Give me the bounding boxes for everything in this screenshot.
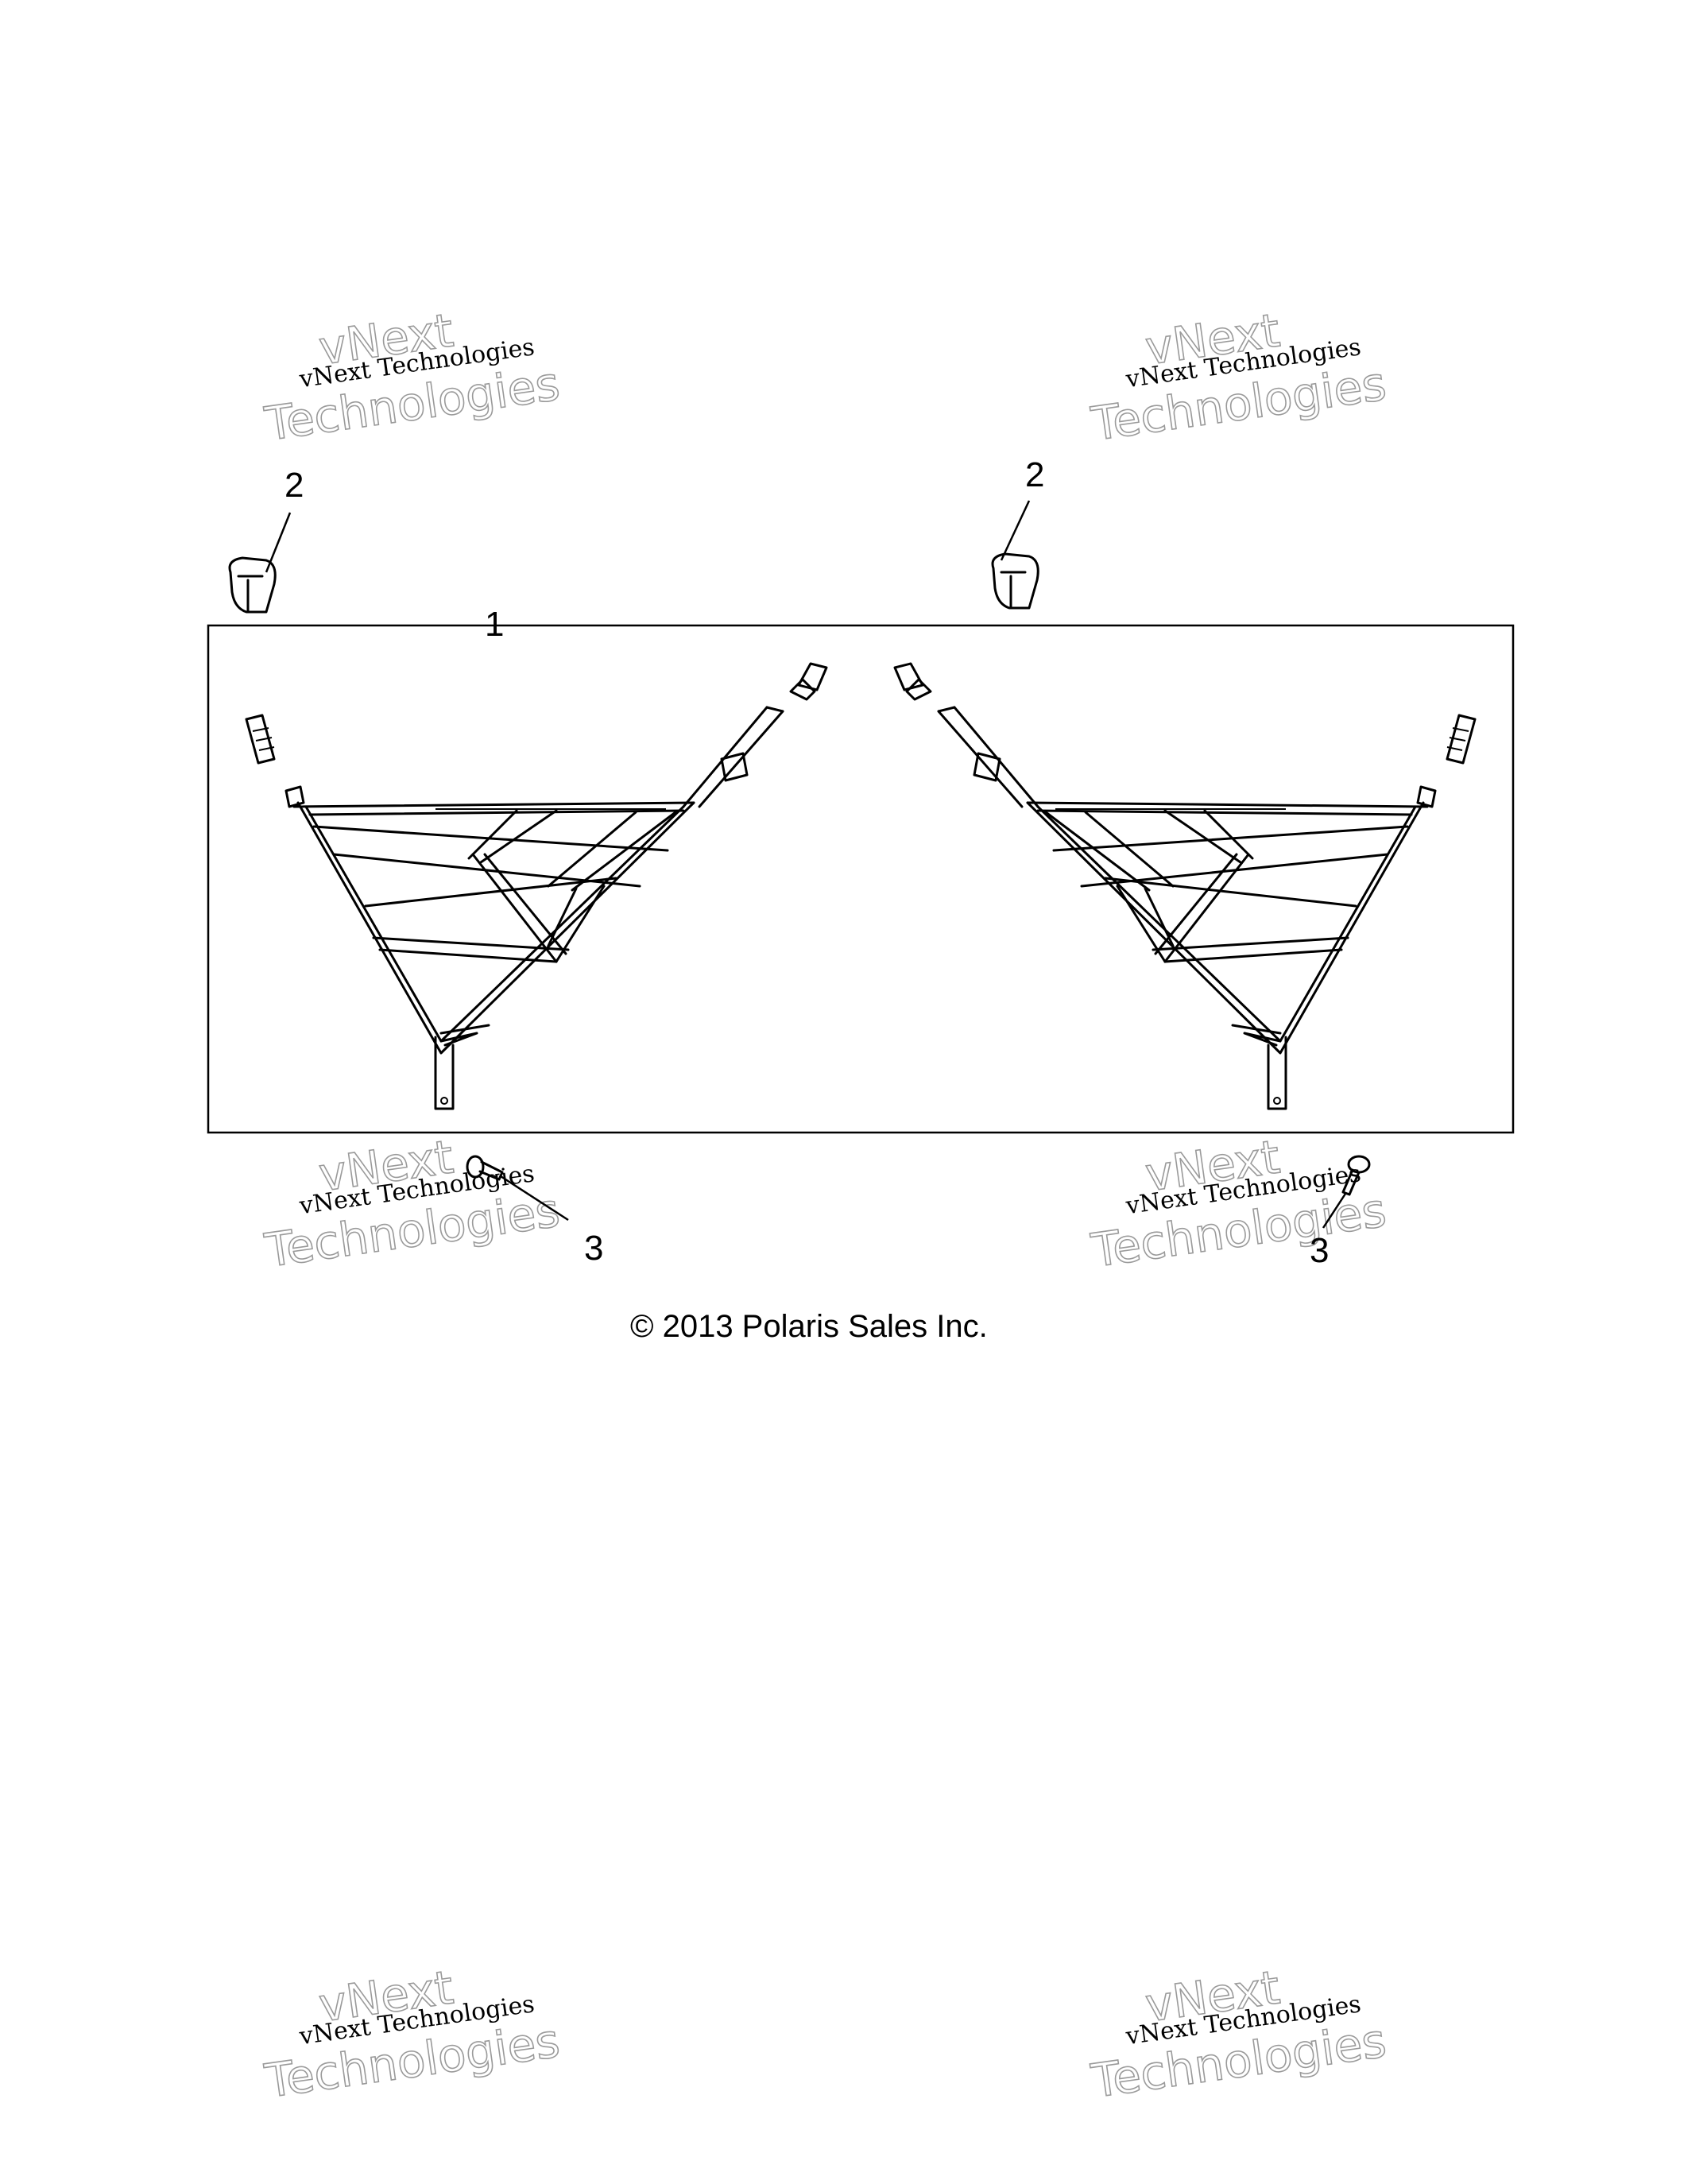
left-net <box>245 662 828 1110</box>
watermark-top-left: vNext vNext Technologies Technologies <box>261 303 563 452</box>
leader-clip-right <box>1000 500 1031 561</box>
watermark-bottom-right: vNext vNext Technologies Technologies <box>1087 1960 1390 2109</box>
assembly-box <box>207 624 1515 1134</box>
right-net <box>893 662 1477 1110</box>
callout-2-right: 2 <box>1025 455 1044 494</box>
leader-clip-left <box>265 512 292 573</box>
callout-3-left: 3 <box>584 1229 603 1268</box>
callout-2-left: 2 <box>284 466 304 505</box>
callout-3-right: 3 <box>1310 1231 1329 1270</box>
callout-1: 1 <box>485 605 504 644</box>
rivet-right <box>1341 1155 1371 1196</box>
watermark-top-right: vNext vNext Technologies Technologies <box>1087 303 1390 452</box>
rivet-left <box>466 1155 504 1181</box>
copyright-notice: © 2013 Polaris Sales Inc. <box>630 1309 988 1344</box>
clip-right <box>991 552 1039 610</box>
watermark-bottom-left: vNext vNext Technologies Technologies <box>261 1960 563 2109</box>
leader-rivet-left <box>500 1175 569 1222</box>
watermark-middle-left: vNext vNext Technologies Technologies <box>261 1129 563 1279</box>
leader-rivet-right <box>1322 1193 1347 1229</box>
clip-left <box>228 556 277 614</box>
